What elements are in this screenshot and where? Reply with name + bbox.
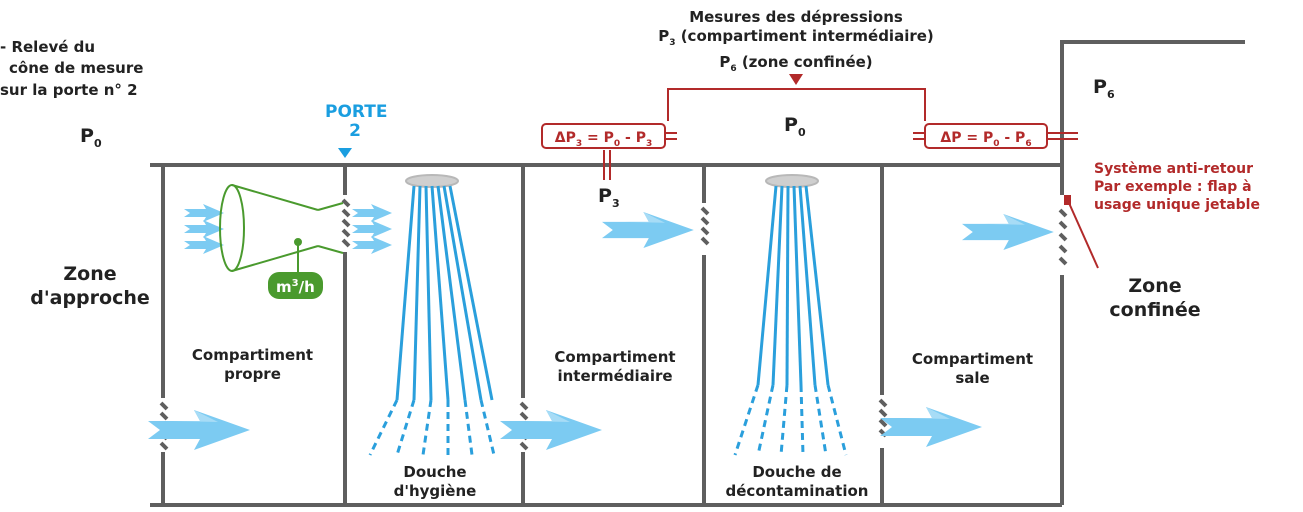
measures-title: Mesures des dépressions P3 (compartiment…: [596, 8, 996, 79]
delta-p3-box: ΔP3 = P0 - P3: [541, 123, 666, 149]
decontamination-shower: [733, 174, 848, 456]
anti-return-line-3: usage unique jetable: [1094, 197, 1260, 213]
delta-p6-box: ΔP = P0 - P6: [924, 123, 1048, 149]
note-line-2: cône de mesure: [9, 59, 144, 77]
air-flow-arrows: [148, 211, 1054, 450]
compartment-dirty-label: Compartiment sale: [911, 350, 1034, 387]
shower-hygiene-label: Douche d'hygiène: [393, 463, 477, 500]
flow-meter-badge: m3/h: [268, 272, 323, 299]
measurement-cone: [219, 184, 344, 272]
zone-confined-label: Zone confinée: [1109, 275, 1201, 321]
note-line-3: sur la porte n° 2: [0, 81, 138, 99]
unit-walls: [150, 40, 1245, 507]
pressure-measurement-lines: [603, 88, 1099, 269]
air-arrow-intermediate-upper: [602, 211, 694, 248]
measure-pointer-icon: [789, 74, 803, 85]
pressure-p3: P3: [598, 185, 620, 210]
measures-title-line-1: Mesures des dépressions: [689, 8, 903, 26]
door-label: PORTE 2: [325, 102, 388, 141]
compartment-intermediate-label: Compartiment intermédiaire: [554, 348, 676, 385]
measures-title-line-2: P3 (compartiment intermédiaire): [658, 27, 934, 48]
anti-return-note: Système anti-retour Par exemple : flap à…: [1094, 160, 1260, 214]
measures-title-line-3: P6 (zone confinée): [719, 53, 873, 74]
air-arrow-clean-to-intermediate: [500, 410, 602, 450]
anti-return-line-1: Système anti-retour: [1094, 161, 1253, 177]
anti-return-line-2: Par exemple : flap à: [1094, 179, 1252, 195]
compartment-clean-label: Compartiment propre: [191, 346, 314, 383]
hygiene-shower: [368, 174, 496, 456]
cone-air-arrows: [184, 204, 392, 254]
door-label-text: PORTE: [325, 102, 388, 122]
zone-approach-label: Zone d'approche: [30, 263, 150, 309]
pressure-p0-roof: P0: [784, 114, 806, 139]
anti-return-flap-icon: [1064, 195, 1071, 205]
air-arrow-dirty-upper: [962, 214, 1054, 250]
door-number: 2: [349, 121, 361, 141]
pressure-p0-outside: P0: [80, 125, 102, 150]
door-marker-icon: [338, 148, 352, 158]
confined-zone-wall: [1060, 40, 1245, 165]
note-line-1: - Relevé du: [0, 38, 96, 56]
shower-decontamination-label: Douche de décontamination: [725, 463, 869, 500]
pressure-p6: P6: [1093, 76, 1115, 101]
air-arrow-intermediate-to-dirty: [880, 407, 982, 447]
